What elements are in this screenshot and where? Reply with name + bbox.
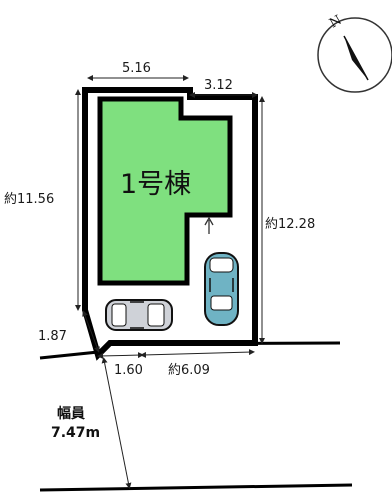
entrance-arrow-icon [204,216,214,234]
road-edge-bottom [39,483,353,492]
dim-line-frontage-left [97,352,144,359]
dim-line-road-width [101,357,132,489]
dim-top-left-width: 5.16 [122,61,151,76]
dim-frontage-right: 約6.09 [168,363,210,378]
north-compass: N [317,13,392,93]
building-footprint [97,96,233,286]
dim-corner-cut: 1.87 [38,329,67,344]
dim-right-side: 約12.28 [265,217,315,232]
road-edge-top [39,341,341,360]
dim-left-side: 約11.56 [4,192,54,207]
compass-needle-line [343,35,369,81]
road-width-value: 7.47m [51,425,100,441]
parked-car-icon [204,252,239,326]
dim-line-corner [82,310,100,353]
dim-line-frontage-right [140,349,255,358]
dim-frontage-left: 1.60 [114,363,143,378]
building-label: 1号棟 [120,169,191,200]
dim-top-right-width: 3.12 [204,78,233,93]
parked-car-icon [105,299,173,331]
road-width-label: 幅員 [57,405,85,422]
